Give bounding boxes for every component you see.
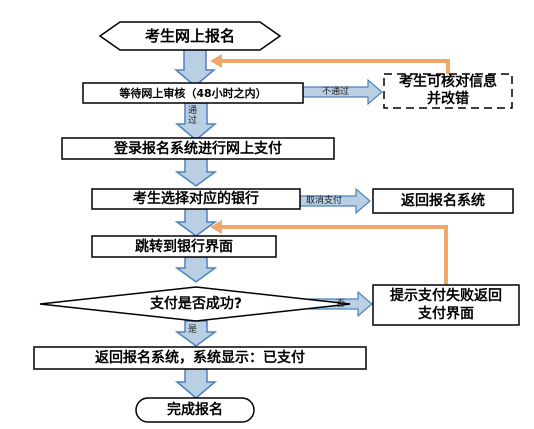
loop-back-pay (218, 225, 448, 285)
flow-arrow-2 (174, 102, 218, 141)
check-info-box (383, 73, 513, 109)
return-system-node: 返回报名系统 (401, 193, 485, 209)
flow-arrow-3 (174, 158, 218, 187)
edge-label-passed: 通过 (188, 106, 198, 126)
jump-bank-node: 跳转到银行界面 (135, 238, 233, 255)
return-system-box (372, 188, 514, 214)
check-info-node: 考生可核对信息并改错 (399, 74, 497, 107)
paid-box (33, 346, 367, 370)
flow-arrow-5 (174, 256, 218, 283)
wait-review-node: 等待网上审核（48小时之内） (119, 86, 267, 100)
edge-label-not-passed: 不通过 (322, 87, 350, 97)
end-shape (135, 397, 255, 423)
start-node: 考生网上报名 (144, 26, 235, 45)
end-node: 完成报名 (167, 402, 223, 418)
flow-arrows (173, 49, 218, 399)
pay-success-node: 支付是否成功? (149, 296, 243, 312)
arrow-not-passed (302, 78, 383, 106)
start-shape (98, 21, 282, 51)
flow-arrow-1 (173, 49, 217, 87)
loop-arrowhead-review (210, 54, 222, 68)
flow-arrow-4 (174, 208, 218, 237)
arrow-cancel-pay (299, 187, 371, 215)
flow-arrow-7 (174, 368, 218, 399)
flow-arrow-6 (174, 320, 218, 347)
pay-success-diamond (39, 286, 351, 322)
choose-bank-node: 考生选择对应的银行 (133, 191, 259, 207)
login-pay-node: 登录报名系统进行网上支付 (114, 140, 282, 157)
loop-back-review (218, 59, 450, 80)
jump-bank-box (91, 235, 277, 258)
pay-fail-box (372, 284, 520, 326)
edge-label-no: 否 (336, 299, 346, 309)
loop-arrowhead-pay (210, 220, 222, 234)
choose-bank-box (91, 188, 301, 210)
pay-fail-node: 提示支付失败返回支付界面 (390, 288, 502, 322)
login-pay-box (61, 137, 335, 160)
paid-node: 返回报名系统，系统显示：已支付 (95, 350, 305, 366)
wait-review-box (82, 82, 304, 104)
edge-label-yes: 是 (188, 325, 198, 335)
edge-label-cancel-pay: 取消支付 (306, 196, 343, 206)
loop-lines (218, 59, 450, 285)
